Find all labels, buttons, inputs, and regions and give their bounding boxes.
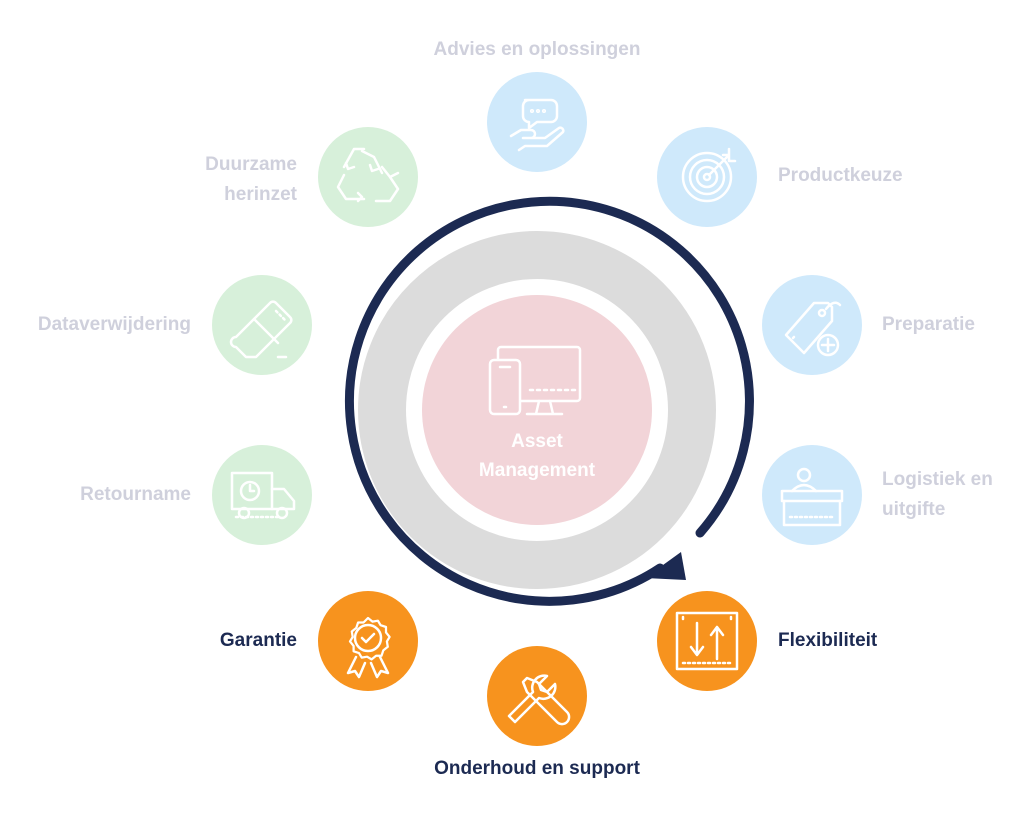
step-label-garantie: Garantie (220, 626, 297, 656)
step-label-line: Preparatie (882, 314, 975, 335)
step-circle-onderhoud (487, 646, 587, 746)
delivery-truck-icon (230, 471, 296, 520)
inner-gray-ring (358, 231, 716, 589)
step-node-preparatie (762, 275, 862, 375)
step-node-flexibiliteit (657, 591, 757, 691)
recycle-icon (336, 147, 400, 203)
step-label-line: Logistiek en (882, 469, 993, 490)
target-icon (681, 147, 737, 203)
step-label-logistiek: Logistiek en uitgifte (882, 465, 993, 525)
step-label-duurzame: Duurzame herinzet (205, 150, 297, 210)
step-node-duurzame (318, 127, 418, 227)
cycle-arc (344, 196, 754, 606)
tools-icon (507, 674, 571, 726)
step-label-line: Onderhoud en support (434, 758, 640, 779)
step-node-productkeuze (657, 127, 757, 227)
step-circle-productkeuze (657, 127, 757, 227)
step-circle-retourname (212, 445, 312, 545)
step-circle-duurzame (318, 127, 418, 227)
cycle-arrowhead (645, 552, 686, 580)
step-label-preparatie: Preparatie (882, 310, 975, 340)
step-label-line: Retourname (80, 484, 191, 505)
step-circle-dataverwijdering (212, 275, 312, 375)
step-label-line: Productkeuze (778, 165, 903, 186)
step-circle-preparatie (762, 275, 862, 375)
step-label-line: Duurzame (205, 154, 297, 175)
tag-plus-icon (784, 301, 842, 357)
up-down-arrows-icon (675, 611, 739, 671)
step-label-retourname: Retourname (80, 480, 191, 510)
award-badge-icon (346, 616, 391, 679)
step-label-line: Garantie (219, 630, 297, 651)
step-node-dataverwijdering (212, 275, 312, 375)
step-node-advies (487, 72, 587, 172)
step-label-line: herinzet (224, 184, 297, 205)
center-title-line2: Management (479, 460, 596, 481)
hand-chat-icon (509, 98, 565, 152)
service-desk-icon (780, 467, 844, 527)
step-label-flexibiliteit: Flexibiliteit (778, 626, 877, 656)
step-node-onderhoud (487, 646, 587, 746)
center-title-line1: Asset (511, 431, 563, 452)
step-label-line: uitgifte (882, 499, 946, 520)
step-label-productkeuze: Productkeuze (778, 161, 903, 191)
step-label-advies: Advies en oplossingen (337, 35, 737, 65)
step-label-line: Flexibiliteit (778, 630, 878, 651)
step-label-onderhoud: Onderhoud en support (337, 754, 737, 784)
step-circle-logistiek (762, 445, 862, 545)
eraser-icon (229, 300, 293, 359)
step-circle-flexibiliteit (657, 591, 757, 691)
step-label-line: Dataverwijdering (37, 314, 191, 335)
devices-icon (488, 345, 582, 416)
step-node-garantie (318, 591, 418, 691)
step-label-line: Advies en oplossingen (433, 39, 641, 60)
step-node-logistiek (762, 445, 862, 545)
step-label-dataverwijdering: Dataverwijdering (38, 310, 191, 340)
step-node-retourname (212, 445, 312, 545)
